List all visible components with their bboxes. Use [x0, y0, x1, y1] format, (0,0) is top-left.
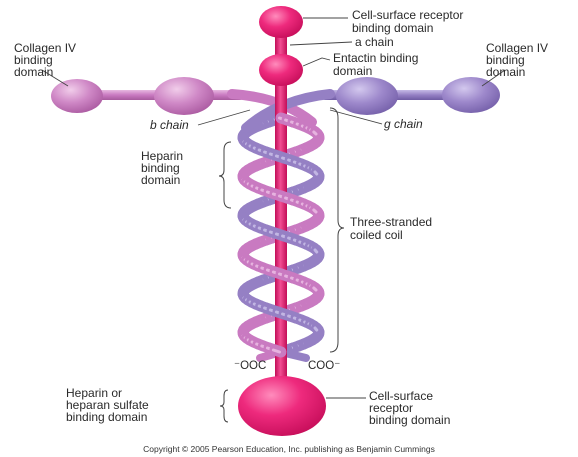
cell-surface-receptor-domain-bottom	[238, 376, 326, 436]
beta-chain-strand-highlight	[314, 210, 316, 212]
leader-b-chain	[198, 110, 250, 125]
label-collagen-left-3: domain	[14, 65, 53, 79]
label-cell-surface-top-1: Cell-surface receptor	[352, 8, 463, 22]
label-g-chain: g chain	[384, 117, 423, 131]
beta-chain-globule	[154, 77, 214, 115]
brace-coiled-coil	[330, 108, 344, 352]
leader-entactin	[303, 58, 330, 66]
gamma-chain-strand-highlight	[315, 172, 317, 174]
label-heparin-3: domain	[141, 173, 180, 187]
leader-a-chain	[290, 42, 352, 45]
beta-chain-strand-highlight	[314, 288, 316, 290]
label-ooc: ⁻OOC	[234, 360, 266, 372]
label-coiled-coil-1: Three-stranded	[350, 215, 432, 229]
label-cell-surface-bottom-3: binding domain	[369, 413, 450, 427]
beta-chain-strand-highlight	[273, 350, 279, 352]
collagen-iv-domain-right	[442, 77, 500, 113]
label-collagen-right-3: domain	[486, 65, 525, 79]
gamma-chain-strand-highlight	[315, 328, 317, 330]
label-b-chain: b chain	[150, 118, 189, 132]
label-heparan-3: binding domain	[66, 410, 147, 424]
beta-chain-strand-highlight	[314, 132, 316, 134]
cell-surface-receptor-domain-top	[259, 6, 303, 38]
gamma-chain-strand-highlight	[315, 250, 317, 252]
brace-heparin	[219, 142, 231, 208]
copyright-notice: Copyright © 2005 Pearson Education, Inc.…	[143, 444, 435, 454]
label-coo: COO⁻	[308, 360, 340, 372]
gamma-chain-globule	[336, 77, 398, 115]
label-a-chain: a chain	[355, 35, 394, 49]
label-entactin-2: domain	[333, 64, 372, 78]
collagen-iv-domain-left	[51, 79, 103, 113]
label-cell-surface-top-2: binding domain	[352, 21, 433, 35]
label-entactin-1: Entactin binding	[333, 51, 418, 65]
label-coiled-coil-2: coiled coil	[350, 228, 403, 242]
brace-heparan	[220, 390, 228, 422]
alpha-chain-globule	[259, 54, 303, 86]
